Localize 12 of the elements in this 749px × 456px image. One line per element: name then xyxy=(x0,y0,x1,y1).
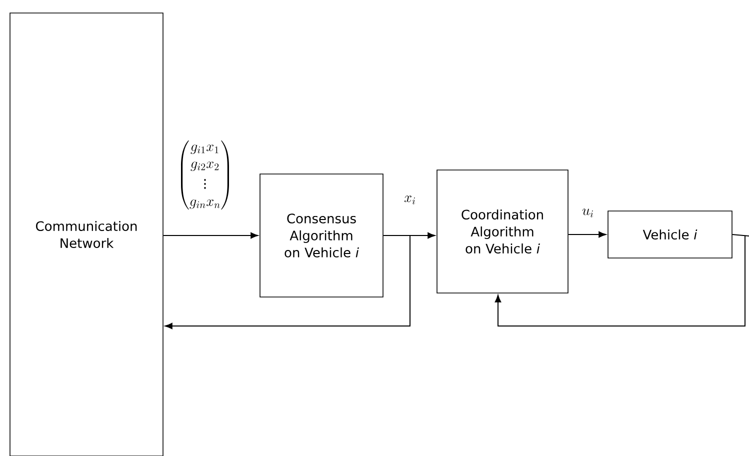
process-box: Coordination Algorithm on Vehicle i xyxy=(436,170,568,294)
arrow xyxy=(382,232,436,239)
arrow xyxy=(164,236,410,330)
arrow xyxy=(162,232,258,239)
network-box: Communication Network xyxy=(10,12,164,456)
edge-label: $u_i$ xyxy=(581,208,595,218)
process-box: Consensus Algorithm on Vehicle i xyxy=(260,174,384,298)
edge-label: $\begin{pmatrix}g_{i1}x_1\\ g_{i2}x_2\\ \vdots\\ g_{in}x_n\end{pmatrix}$ xyxy=(176,138,234,212)
arrow xyxy=(568,231,606,238)
process-box: Vehicle i xyxy=(608,210,732,258)
arrow xyxy=(494,234,749,326)
edge-label: $x_i$ xyxy=(403,194,417,206)
